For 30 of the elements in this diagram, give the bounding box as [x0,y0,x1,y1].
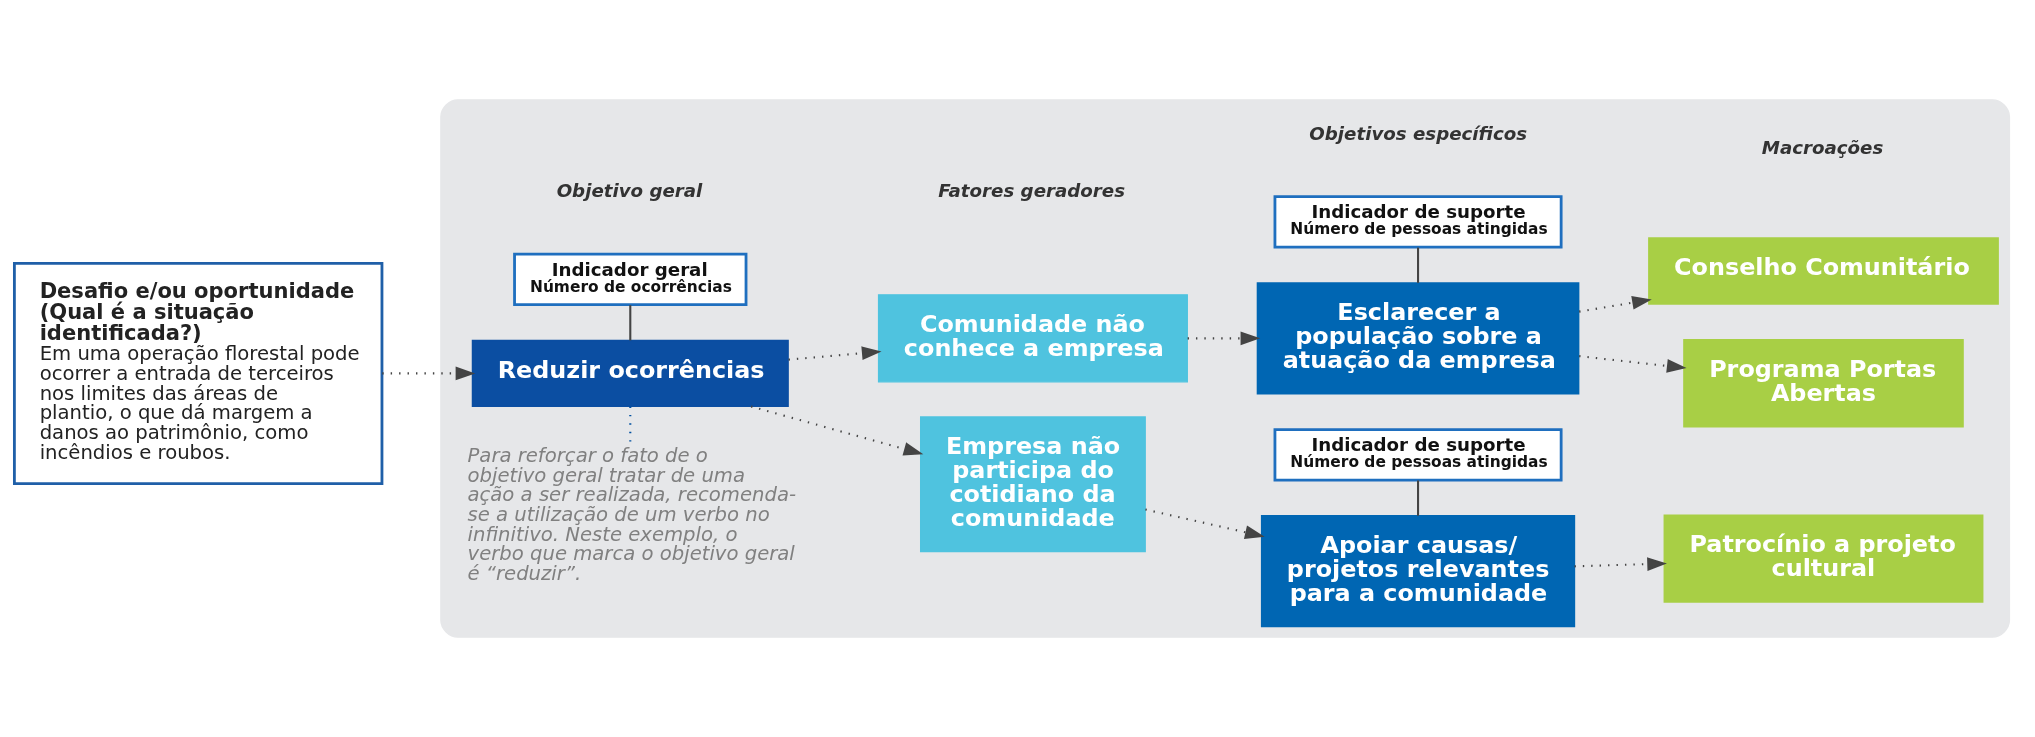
node-text: Para reforçar o fato de o objetivo geral tratar de uma ação a ser realizada, recomenda-se a utilização de um verbo no infinitivo. Neste exemplo, o verbo que marca o objetivo geral é “reduzir”. [467,444,796,585]
arrow [1145,508,1265,539]
node-box: Desafio e/ou oportunidade (Qual é a situação identificada?) Em uma operação florestal pode ocorrer a entrada de terceiros nos limites das áreas de plantio, o que dá margem a danos ao patrimônio, como incêndios e roubos. [13,261,384,485]
arrow [382,366,476,381]
node-box: Comunidade não conhece a empresa [877,294,1188,383]
cluster [440,99,2011,638]
label: Objetivos específicos [1309,122,1528,144]
node-box: Indicador de suporte Número de pessoas atingidas [1273,428,1563,482]
node-box: Apoiar causas/ projetos relevantes para a comunidade [1260,515,1576,628]
node-box: Esclarecer a população sobre a atuação da empresa [1256,282,1580,395]
arrow [1187,331,1261,346]
arrow [1579,295,1652,313]
node-box: Patrocínio a projeto cultural [1663,514,1984,603]
connector [629,305,632,341]
node-box: Indicador geral Número de ocorrências [513,252,748,307]
node-box: Reduzir ocorrências [471,339,789,408]
label: Fatores geradores [938,180,1126,202]
connector [629,406,632,442]
connector [1417,247,1420,283]
arrow [1579,355,1687,373]
node-box: Indicador de suporte Número de pessoas atingidas [1273,195,1563,249]
node-box: Programa Portas Abertas [1683,339,1964,428]
node-box: Conselho Comunitário [1648,237,1999,305]
arrow [1574,557,1667,571]
label: Macroações [1761,136,1884,158]
node-box: Empresa não participa do cotidiano da comunidade [920,416,1146,553]
label: Objetivo geral [556,180,703,202]
arrow [750,405,924,456]
connector [1417,480,1420,516]
arrow [788,346,882,361]
